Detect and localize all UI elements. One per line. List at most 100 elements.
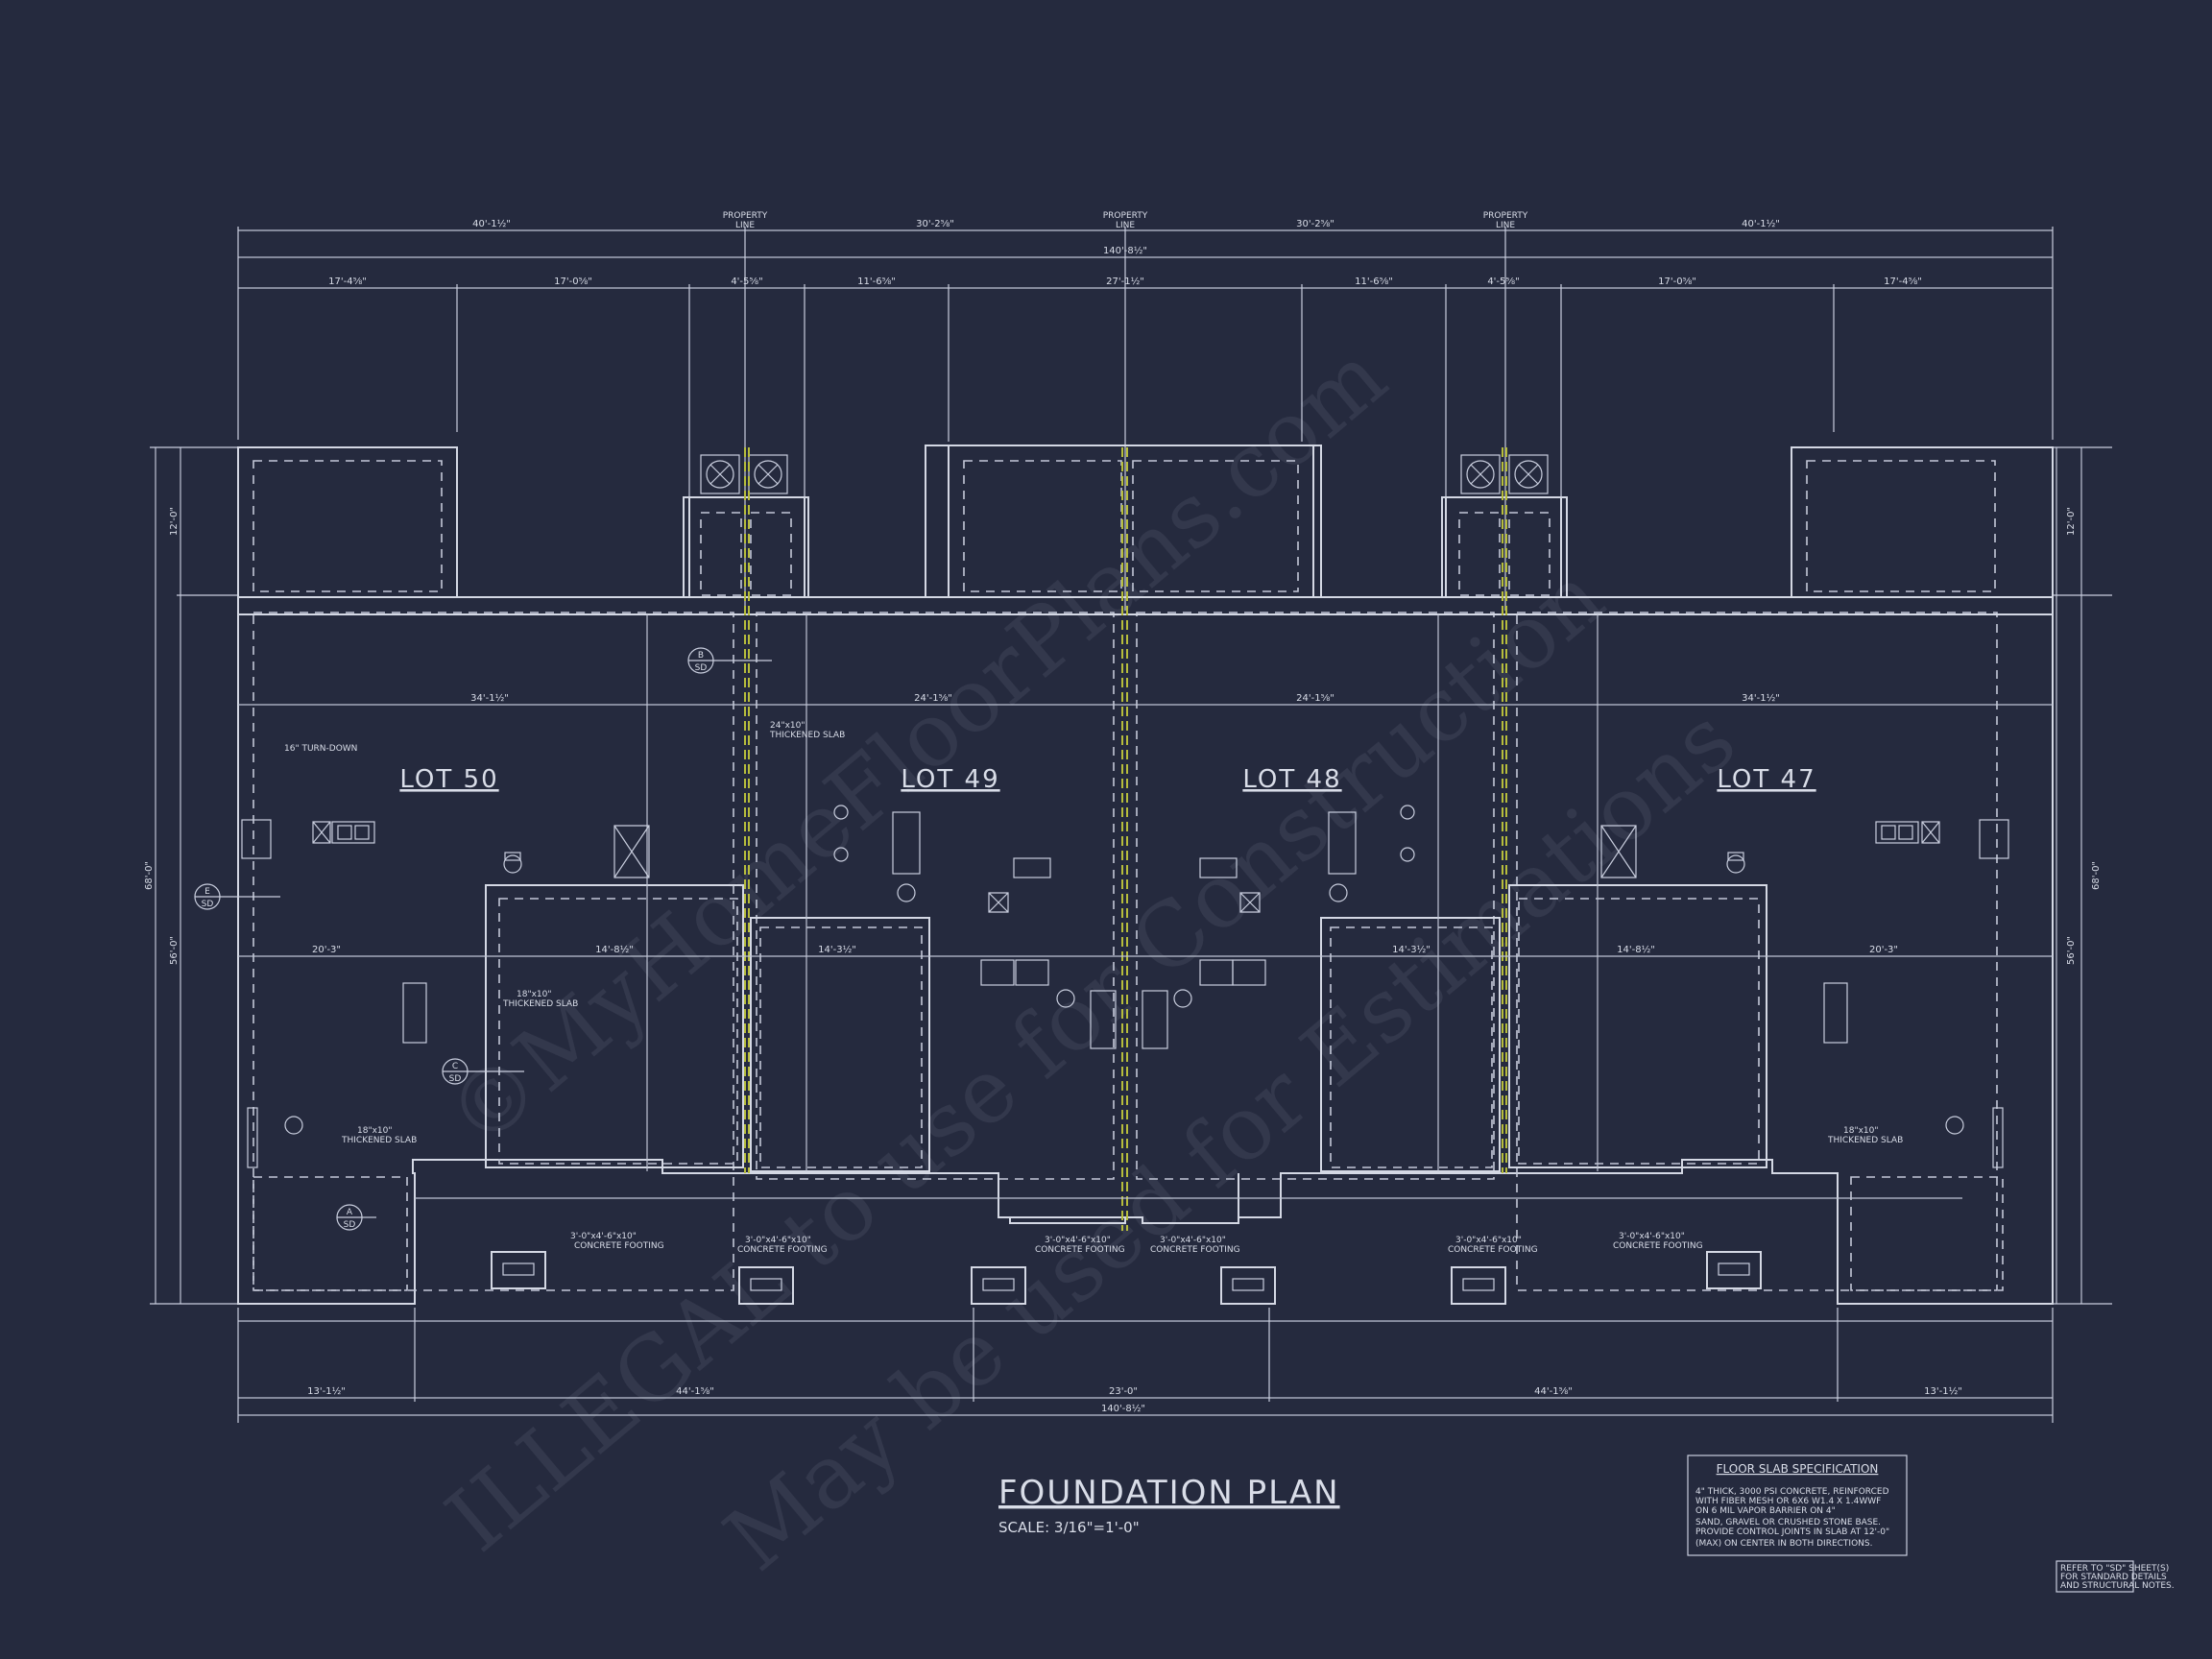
footings: 3'-0"x4'-6"x10"CONCRETE FOOTING 3'-0"x4'… <box>491 1232 1762 1305</box>
refer-note-2: FOR STANDARD DETAILS <box>2060 1573 2167 1582</box>
lower-dim-3: 14'-3½" <box>818 944 856 955</box>
watermark-line-1: ©MyHomeFloorPlans.com <box>427 325 1405 1168</box>
section-tag-c: C SD <box>442 1058 524 1085</box>
svg-text:SD: SD <box>344 1220 356 1230</box>
sink-icon <box>331 821 1919 878</box>
svg-text:CONCRETE FOOTING: CONCRETE FOOTING <box>574 1241 664 1251</box>
section-tag-e: E SD <box>194 883 280 910</box>
lot-49-label: LOT 49 <box>901 765 999 794</box>
top-dim2-8: 17'-0⅝" <box>1658 276 1696 287</box>
svg-text:B: B <box>698 651 704 661</box>
bottom-dim-4: 44'-1⅝" <box>1534 1386 1573 1397</box>
lot-48-label: LOT 48 <box>1242 765 1341 794</box>
top-dim-3: 30'-2⅝" <box>1296 219 1334 229</box>
svg-text:SD: SD <box>202 900 214 909</box>
svg-text:E: E <box>204 887 210 897</box>
plumbing-fixtures <box>241 805 2009 1168</box>
mid-dim-4: 34'-1½" <box>1742 692 1780 704</box>
thickened-slab-note-2b: THICKENED SLAB <box>502 999 578 1009</box>
lot-50-label: LOT 50 <box>399 765 498 794</box>
top-dimensions: PROPERTY LINE PROPERTY LINE PROPERTY LIN… <box>237 211 2054 611</box>
property-line-label-3b: LINE <box>1496 221 1515 230</box>
side-dimensions: 68'-0" 56'-0" 12'-0" 68'-0" 56'-0" 12'-0… <box>144 446 2112 1305</box>
svg-text:3'-0"x4'-6"x10": 3'-0"x4'-6"x10" <box>1160 1236 1226 1245</box>
plan-scale: SCALE: 3/16"=1'-0" <box>998 1519 1140 1536</box>
refer-note-3: AND STRUCTURAL NOTES. <box>2060 1581 2175 1591</box>
mid-dim-3: 24'-1⅝" <box>1296 693 1334 704</box>
footing-2: 3'-0"x4'-6"x10"CONCRETE FOOTING <box>737 1236 828 1305</box>
svg-text:CONCRETE FOOTING: CONCRETE FOOTING <box>737 1245 828 1255</box>
refer-note: REFER TO "SD" SHEET(S) FOR STANDARD DETA… <box>2056 1560 2175 1593</box>
top-dim2-7: 4'-5⅝" <box>1487 276 1519 287</box>
property-line-label-1b: LINE <box>735 221 755 230</box>
footing-4: 3'-0"x4'-6"x10"CONCRETE FOOTING <box>1150 1236 1276 1305</box>
section-tag-a: A SD <box>336 1204 376 1231</box>
property-line-label-2a: PROPERTY <box>1103 211 1148 221</box>
spec-line-3: ON 6 MIL VAPOR BARRIER ON 4" <box>1695 1506 1836 1516</box>
spec-title: FLOOR SLAB SPECIFICATION <box>1717 1462 1879 1476</box>
top-dim2-5: 27'-1½" <box>1106 276 1144 287</box>
top-dim-4: 40'-1½" <box>1742 218 1780 229</box>
svg-text:CONCRETE FOOTING: CONCRETE FOOTING <box>1150 1245 1240 1255</box>
footing-5: 3'-0"x4'-6"x10"CONCRETE FOOTING <box>1448 1236 1538 1305</box>
bottom-dimensions: 13'-1½" 44'-1⅝" 23'-0" 44'-1⅝" 13'-1½" 1… <box>237 1308 2054 1423</box>
lower-dim-5: 14'-8½" <box>1617 944 1655 955</box>
top-dim2-3: 4'-5⅝" <box>731 276 762 287</box>
side-dim-right-12: 12'-0" <box>2066 507 2077 536</box>
refer-note-1: REFER TO "SD" SHEET(S) <box>2060 1564 2169 1574</box>
bottom-dim-5: 13'-1½" <box>1924 1385 1962 1397</box>
property-line-label-1a: PROPERTY <box>723 211 768 221</box>
property-line-label-2b: LINE <box>1116 221 1135 230</box>
floor-drain-icon <box>312 821 1940 913</box>
lot-47-label: LOT 47 <box>1717 765 1815 794</box>
bottom-dim-1: 13'-1½" <box>307 1385 346 1397</box>
side-dim-left-overall: 68'-0" <box>144 861 155 890</box>
svg-text:A: A <box>347 1208 353 1217</box>
thickened-slab-note-3a: 18"x10" <box>357 1126 393 1136</box>
lower-dim-2: 14'-8½" <box>595 944 634 955</box>
thickened-slab-note-1b: THICKENED SLAB <box>769 731 845 740</box>
svg-text:3'-0"x4'-6"x10": 3'-0"x4'-6"x10" <box>570 1232 637 1241</box>
thickened-slab-note-4a: 18"x10" <box>1843 1126 1879 1136</box>
svg-text:SD: SD <box>695 663 708 673</box>
section-tag-b: B SD <box>687 647 772 674</box>
side-dim-right-overall: 68'-0" <box>2091 861 2102 890</box>
svg-text:SD: SD <box>449 1074 462 1084</box>
side-dim-left-56: 56'-0" <box>169 936 180 965</box>
svg-text:3'-0"x4'-6"x10": 3'-0"x4'-6"x10" <box>1619 1232 1685 1241</box>
floor-slab-spec: FLOOR SLAB SPECIFICATION 4" THICK, 3000 … <box>1687 1455 1908 1556</box>
thickened-slab-note-4b: THICKENED SLAB <box>1827 1136 1903 1145</box>
svg-text:CONCRETE FOOTING: CONCRETE FOOTING <box>1448 1245 1538 1255</box>
footing-1: 3'-0"x4'-6"x10"CONCRETE FOOTING <box>491 1232 664 1289</box>
spec-line-5: PROVIDE CONTROL JOINTS IN SLAB AT 12'-0" <box>1695 1527 1889 1537</box>
foundation-outline <box>237 445 2054 1305</box>
svg-text:3'-0"x4'-6"x10": 3'-0"x4'-6"x10" <box>745 1236 811 1245</box>
top-dim2-2: 17'-0⅝" <box>554 276 592 287</box>
spec-line-1: 4" THICK, 3000 PSI CONCRETE, REINFORCED <box>1695 1487 1889 1497</box>
svg-text:3'-0"x4'-6"x10": 3'-0"x4'-6"x10" <box>1455 1236 1522 1245</box>
thickened-slab-note-2a: 18"x10" <box>517 990 552 999</box>
lower-dim-4: 14'-3½" <box>1392 944 1431 955</box>
lot-labels: LOT 50 LOT 49 LOT 48 LOT 47 <box>399 765 1815 794</box>
side-dim-right-56: 56'-0" <box>2066 936 2077 965</box>
toilet-icon <box>284 805 1964 1135</box>
spec-line-4: SAND, GRAVEL OR CRUSHED STONE BASE. <box>1695 1518 1881 1527</box>
side-dim-left-12: 12'-0" <box>169 507 180 536</box>
svg-text:CONCRETE FOOTING: CONCRETE FOOTING <box>1613 1241 1703 1251</box>
mid-dim-2: 24'-1⅝" <box>914 693 952 704</box>
lower-dim-1: 20'-3" <box>312 945 341 955</box>
title-block: FOUNDATION PLAN SCALE: 3/16"=1'-0" <box>998 1474 1340 1536</box>
svg-text:CONCRETE FOOTING: CONCRETE FOOTING <box>1035 1245 1125 1255</box>
spec-line-2: WITH FIBER MESH OR 6X6 W1.4 X 1.4WWF <box>1695 1497 1881 1506</box>
turn-down-note: 16" TURN-DOWN <box>284 744 357 754</box>
bottom-dim-2: 44'-1⅝" <box>676 1386 714 1397</box>
bottom-overall-dim: 140'-8½" <box>1101 1403 1145 1414</box>
slab-notes: 24"x10" THICKENED SLAB 18"x10" THICKENED… <box>284 721 1903 1145</box>
footing-3: 3'-0"x4'-6"x10"CONCRETE FOOTING <box>971 1236 1125 1305</box>
footing-6: 3'-0"x4'-6"x10"CONCRETE FOOTING <box>1613 1232 1762 1289</box>
interior-dimensions: 34'-1½" 24'-1⅝" 24'-1⅝" 34'-1½" 20'-3" 1… <box>238 614 2053 1199</box>
plan-title: FOUNDATION PLAN <box>998 1474 1340 1512</box>
bottom-dim-3: 23'-0" <box>1109 1386 1138 1397</box>
top-dim2-1: 17'-4⅝" <box>328 276 367 287</box>
